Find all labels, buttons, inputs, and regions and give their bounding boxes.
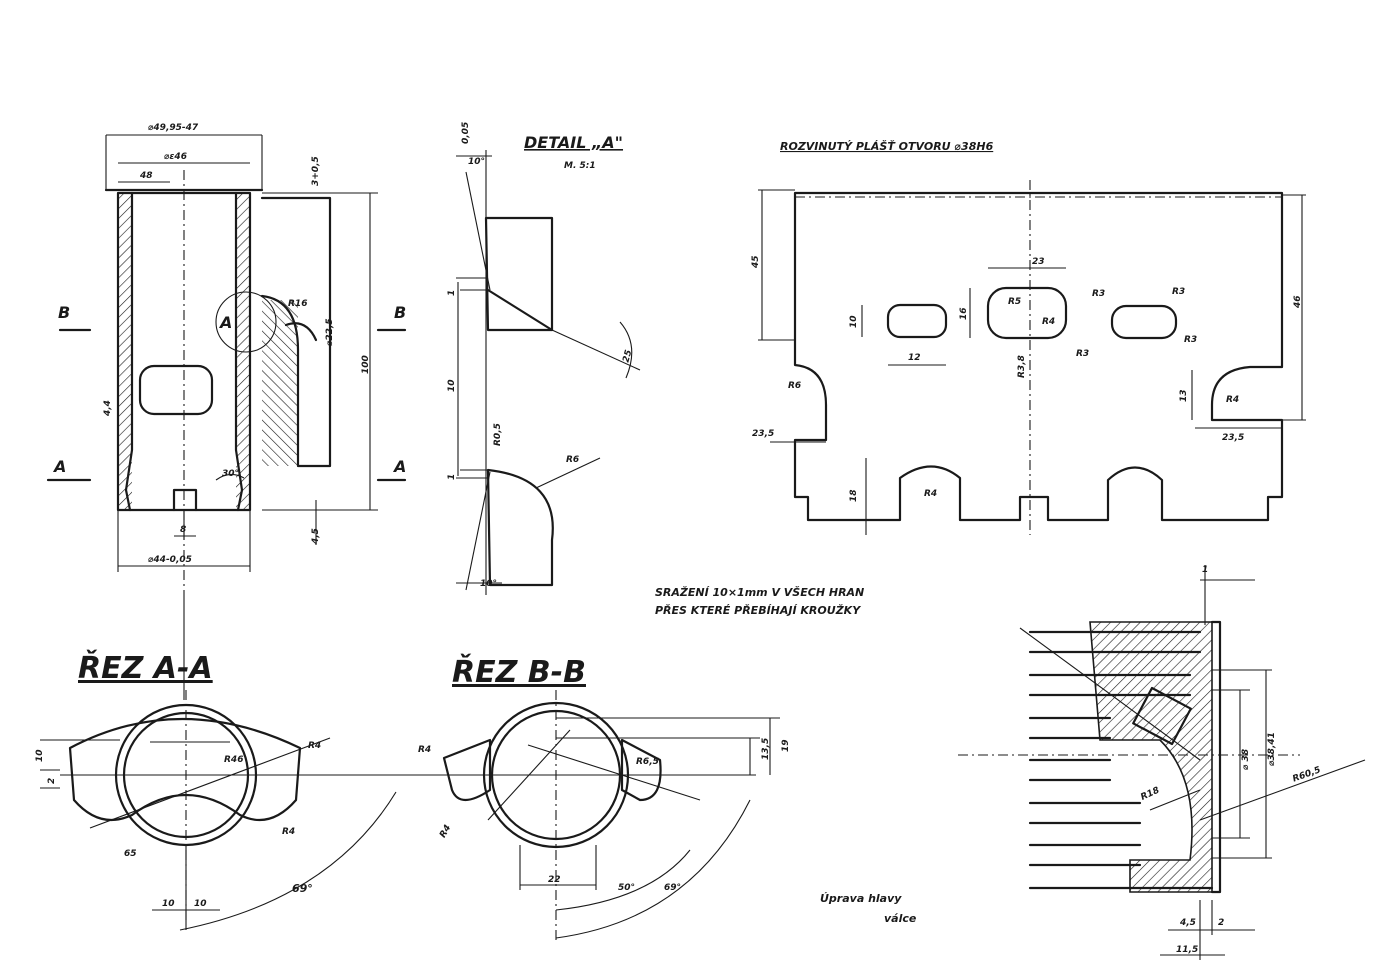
dim-plast-r5: R5 [1008, 297, 1021, 307]
dim-plast-r3a: R3 [1092, 289, 1105, 299]
dim-head-w45: 4,5 [1179, 918, 1196, 928]
section-b-b-title: ŘEZ B-B [452, 654, 586, 690]
dim-head-w2: 2 [1218, 918, 1224, 928]
note-line-2: PŘES KTERÉ PŘEBÍHAJÍ KROUŽKY [655, 603, 861, 617]
dim-d4: 3+0,5 [311, 156, 321, 186]
dim-bb-h19: 19 [781, 739, 791, 752]
section-a-a-view [40, 690, 402, 931]
dim-r16: R16 [288, 299, 307, 309]
dim-detail-l10: 10 [447, 379, 457, 392]
dim-aa-a69: 69° [292, 882, 313, 895]
dim-bb-a50: 50° [618, 883, 635, 893]
detail-a-scale: M. 5:1 [564, 161, 596, 171]
dim-plast-r3b: R3 [1172, 287, 1185, 297]
developed-liner-labels: ROZVINUTÝ PLÁŠŤ OTVORU ⌀38H6 45 46 23 16… [751, 139, 1303, 502]
developed-liner-view [758, 180, 1306, 535]
head-modification-note: Úprava hlavy válce [820, 892, 917, 925]
dim-head-top1: 1 [1202, 565, 1208, 575]
dim-plast-h10: 10 [849, 315, 859, 328]
dim-plast-w238: R3,8 [1017, 355, 1027, 378]
dim-d2: ⌀ε46 [164, 152, 187, 162]
dim-aa-h2: 2 [47, 778, 57, 784]
dim-head-d38: ⌀ 38 [1241, 749, 1251, 770]
dim-plast-w23: 23 [1032, 257, 1045, 267]
dim-detail-l1: 1 [447, 290, 457, 296]
section-mark-b-right: B [394, 303, 406, 322]
section-mark-a-right: A [392, 457, 406, 476]
dim-aa-h10: 10 [35, 749, 45, 762]
dim-plast-w12: 12 [908, 353, 921, 363]
dim-plast-h18: 18 [849, 489, 859, 502]
section-b-b-labels: ŘEZ B-B R4 R4 13,5 19 R6,5 22 50° 69° [418, 654, 791, 893]
dim-detail-a10: 10° [468, 157, 485, 167]
main-section-labels: B B A A A ⌀49,95-47 ⌀ε46 48 3+0,5 100 R1… [52, 123, 406, 565]
dim-head-r18: R18 [1139, 786, 1161, 803]
head-note-line-1: Úprava hlavy [820, 892, 902, 905]
chamfer-note: SRAŽENÍ 10×1mm V VŠECH HRAN PŘES KTERÉ P… [655, 585, 864, 617]
dim-plast-h16: 16 [959, 307, 969, 320]
dim-detail-a25: 25 [622, 349, 635, 364]
dim-h45: 4,5 [311, 528, 321, 545]
dim-w8: 8 [180, 525, 186, 535]
dim-detail-top: 0,05 [461, 122, 471, 144]
detail-a-view [456, 150, 641, 595]
dim-bb-r4b: R4 [438, 823, 453, 839]
head-note-line-2: válce [884, 912, 917, 925]
detail-mark-a: A [218, 313, 232, 332]
dim-plast-r6: R6 [788, 381, 801, 391]
cylinder-longitudinal-section [46, 134, 407, 700]
dim-detail-l1b: 1 [447, 474, 457, 480]
detail-a-title: DETAIL „A" [524, 133, 623, 152]
dim-detail-r6: R6 [566, 455, 579, 465]
dim-aa-w10a: 10 [162, 899, 175, 909]
section-mark-a-left: A [52, 457, 66, 476]
dim-plast-r3d: R3 [1184, 335, 1197, 345]
dim-t44: 4,4 [103, 400, 113, 417]
section-b-b-view [400, 690, 780, 940]
dim-aa-r46: R46 [224, 755, 243, 765]
dim-head-w115: 11,5 [1176, 945, 1198, 955]
dim-plast-r4c: R4 [924, 489, 937, 499]
dim-aa-w10b: 10 [194, 899, 207, 909]
dim-plast-h45: 45 [751, 255, 761, 269]
dim-d3: 48 [139, 171, 153, 181]
section-a-a-labels: ŘEZ A-A 10 2 R46 R4 R4 65 10 10 69° [35, 650, 321, 909]
cylinder-head-section [958, 565, 1366, 960]
dim-plast-h13: 13 [1179, 389, 1189, 402]
dim-aa-a65: 65 [124, 849, 137, 859]
dim-bb-a69: 69° [664, 883, 681, 893]
dim-bb-w22: 22 [548, 875, 561, 885]
developed-liner-title: ROZVINUTÝ PLÁŠŤ OTVORU ⌀38H6 [780, 139, 994, 153]
note-line-1: SRAŽENÍ 10×1mm V VŠECH HRAN [655, 585, 864, 599]
dim-plast-h46: 46 [1293, 295, 1303, 309]
dim-plast-w235: 23,5 [752, 429, 774, 439]
dim-plast-r4b: R4 [1226, 395, 1239, 405]
dim-plast-w235b: 23,5 [1222, 433, 1244, 443]
dim-bb-r65: R6,5 [636, 757, 659, 767]
dim-d225: ⌀22,5 [325, 318, 335, 346]
dim-detail-r05: R0,5 [493, 423, 503, 446]
dim-plast-r4a: R4 [1042, 317, 1055, 327]
section-a-a-title: ŘEZ A-A [78, 650, 213, 686]
dim-d1: ⌀49,95-47 [148, 123, 199, 133]
dim-detail-a10b: 10° [480, 579, 497, 589]
detail-a-labels: DETAIL „A" M. 5:1 0,05 10° 1 10 R0,5 25 … [447, 122, 634, 589]
dim-dbot: ⌀44-0,05 [148, 555, 192, 565]
dim-plast-r3c: R3 [1076, 349, 1089, 359]
dim-h100: 100 [361, 355, 371, 374]
dim-bb-r4a: R4 [418, 745, 431, 755]
dim-ang30: 30° [222, 469, 239, 479]
dim-aa-r4a: R4 [308, 741, 321, 751]
dim-head-d38b: ⌀38,41 [1267, 732, 1277, 766]
dim-bb-h135: 13,5 [761, 738, 771, 760]
section-mark-b-left: B [58, 303, 70, 322]
dim-aa-r4b: R4 [282, 827, 295, 837]
